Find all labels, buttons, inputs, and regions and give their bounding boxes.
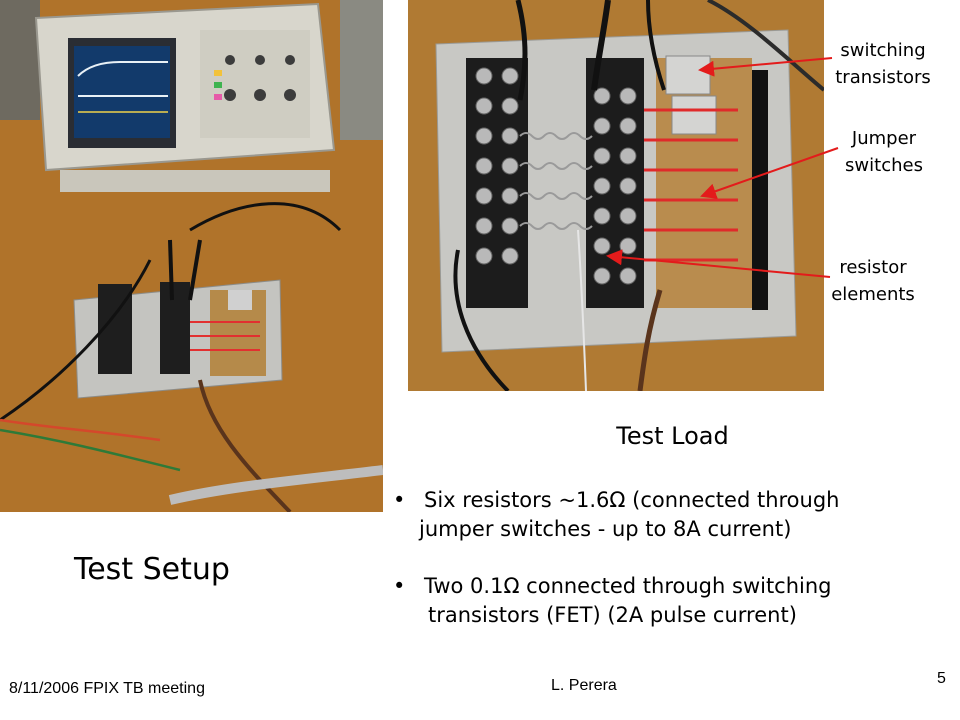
bullet-item: • Two 0.1Ω connected through switching t… [393,572,953,630]
jumper-switches-label: Jumper switches [845,128,923,176]
test-load-board [73,279,283,399]
terminal-strip-right [586,58,644,308]
bullet-marker: • [393,488,406,512]
bullet-text-line: Two 0.1Ω connected through switching [424,574,832,598]
footer-date-meeting: 8/11/2006 FPIX TB meeting [9,680,205,697]
perf-board [644,55,768,310]
test-load-title: Test Load [616,422,729,450]
terminal-strip-left [466,58,528,308]
test-load-photo [408,0,824,391]
test-setup-photo [0,0,383,512]
resistor-elements-label: resistor elements [831,257,915,305]
page-number: 5 [937,670,946,687]
switching-transistors-label: switching transistors [835,40,931,88]
bullet-item: • Six resistors ~1.6Ω (connected through… [393,486,953,544]
test-setup-illustration [0,0,383,512]
test-setup-title: Test Setup [74,552,230,587]
bullet-text-line: jumper switches - up to 8A current) [419,517,792,541]
bullet-marker: • [393,574,406,598]
footer-author: L. Perera [551,677,617,694]
test-load-illustration [408,0,824,391]
oscilloscope [34,2,336,192]
bullet-text-line: transistors (FET) (2A pulse current) [428,603,797,627]
bullet-text-line: Six resistors ~1.6Ω (connected through [424,488,840,512]
resistor-coils [519,132,593,230]
